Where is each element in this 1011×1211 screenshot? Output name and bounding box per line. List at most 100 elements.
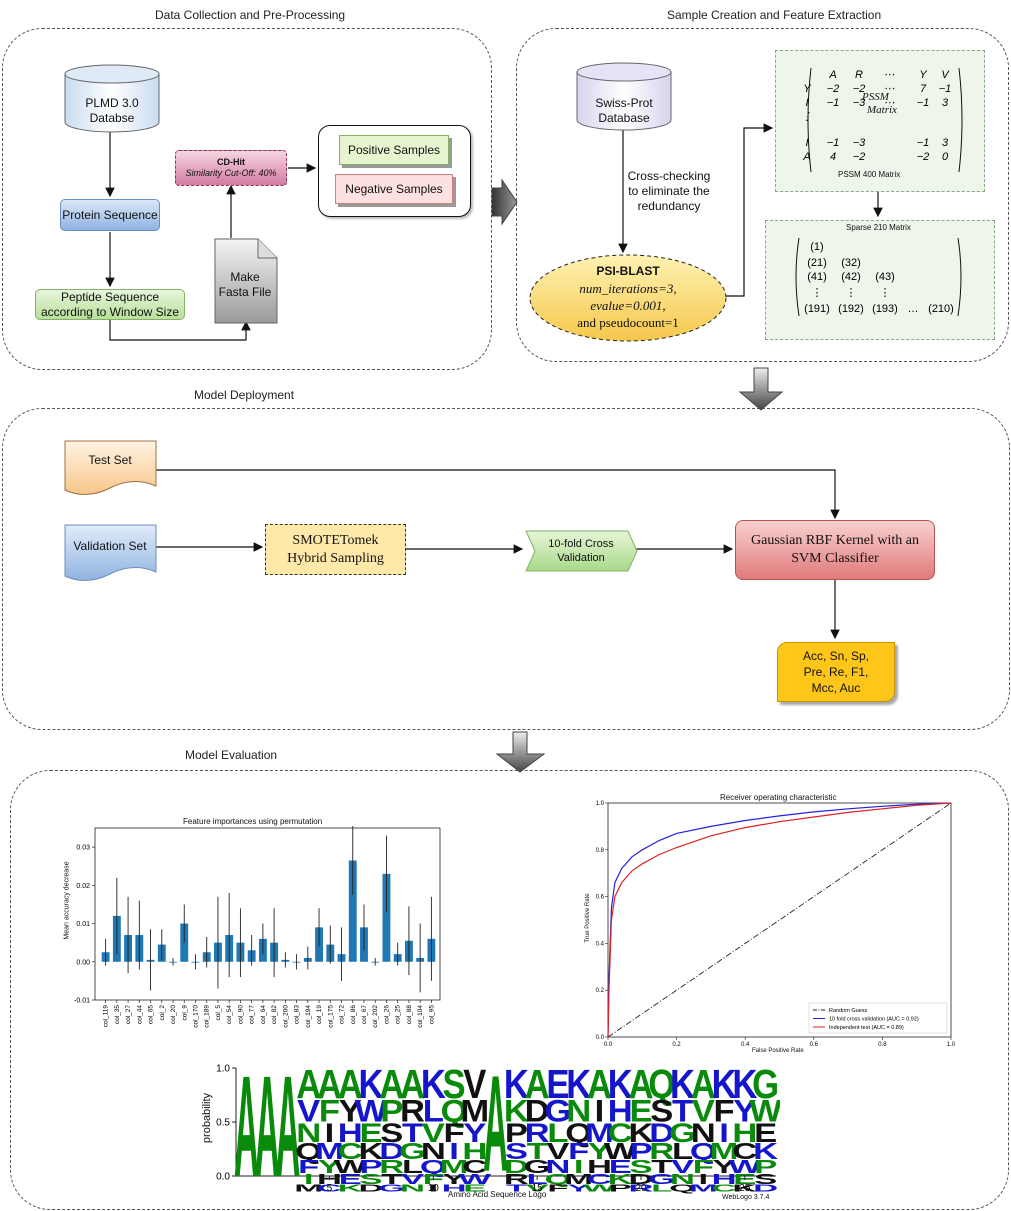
pssm-cell: ⋯ (884, 97, 895, 109)
logo-letter: K (566, 1062, 591, 1107)
logo-letter: Y (713, 1156, 737, 1177)
logo-x-tick-label: 20 (635, 1183, 647, 1194)
x-tick-label: 0.8 (878, 1042, 887, 1048)
logo-letter: W (355, 1093, 389, 1128)
pssm-cell: ⋯ (884, 69, 895, 81)
sparse-cell: (192) (838, 303, 864, 315)
x-tick-label: col_119 (103, 1005, 110, 1028)
logo-letter: M (315, 1139, 344, 1165)
y-tick-label: 0.8 (596, 848, 605, 854)
roc-title: Receiver operating characteristic (720, 793, 837, 802)
arrow-psiblast-to-pssm (726, 123, 774, 297)
x-tick-label: col_72 (339, 1005, 346, 1025)
logo-letter: A (255, 1062, 280, 1194)
logo-letter: S (650, 1093, 673, 1128)
logo-letter: F (444, 1117, 465, 1147)
psiblast-param-evalue: evalue=0.001, (590, 298, 666, 313)
logo-letter: Q (690, 1139, 717, 1165)
logo-letter: F (568, 1139, 589, 1165)
logo-letter: W (749, 1093, 780, 1128)
logo-letter: N (421, 1139, 446, 1165)
logo-letter: Y (339, 1093, 362, 1128)
pssm-cell: −1 (939, 83, 952, 95)
y-tick-label: 0.0 (596, 1035, 605, 1041)
block-arrow-down-1 (738, 367, 784, 411)
x-tick-label: col_82 (271, 1005, 278, 1025)
logo-letter: Y (463, 1117, 486, 1147)
logo-letter: Q (441, 1093, 468, 1128)
logo-y-tick-label: 0.5 (216, 1118, 230, 1129)
x-tick-label: col_202 (372, 1005, 379, 1028)
logo-letter: S (359, 1171, 382, 1187)
logo-letter: E (609, 1156, 632, 1177)
pssm-cell: I (805, 137, 808, 149)
logo-letter: G (648, 1171, 675, 1187)
logo-letter: W (729, 1156, 763, 1177)
sparse-cell: (210) (928, 303, 954, 315)
test-set-label: Test Set (88, 452, 132, 467)
cdhit-box: CD-Hit Similarity Cut-Off: 40% (175, 150, 287, 186)
logo-letter: S (443, 1062, 466, 1107)
logo-letter: A (379, 1062, 404, 1107)
logo-letter: V (422, 1117, 445, 1147)
logo-letter: T (402, 1117, 423, 1147)
logo-letter: Q (544, 1171, 571, 1187)
logo-letter: V (671, 1156, 695, 1177)
logo-letter: N (296, 1117, 321, 1147)
logo-letter: R (629, 1183, 654, 1194)
x-tick-label: col_67 (361, 1005, 368, 1025)
logo-letter: E (339, 1171, 362, 1187)
logo-letter: D (525, 1093, 550, 1128)
logo-letter: F (693, 1156, 714, 1177)
bar (382, 873, 391, 962)
x-tick-label: col_95 (428, 1005, 435, 1025)
logo-x-tick-label: 10 (428, 1183, 440, 1194)
sparse-matrix: (1)(21)(32)(41)(42)(43)⋮⋮⋮(191)(192)(193… (795, 237, 962, 317)
logo-letter: H (442, 1183, 467, 1194)
pssm-cell: −1 (827, 137, 840, 149)
logo-letter: P (609, 1183, 632, 1194)
sparse-cell: (32) (841, 257, 861, 269)
x-tick-label: col_25 (395, 1005, 402, 1025)
x-tick-label: col_104 (417, 1005, 424, 1028)
logo-letter: T (381, 1171, 402, 1187)
pssm-cell: 4 (830, 151, 836, 163)
logo-letter: I (698, 1171, 708, 1187)
logo-letter: R (379, 1156, 404, 1177)
logo-letter: N (566, 1093, 591, 1128)
pssm-cell: R (855, 69, 863, 81)
sparse-cell: (21) (807, 257, 827, 269)
logo-letter: K (628, 1117, 654, 1147)
pssm-cell: −1 (827, 97, 840, 109)
logo-letter: K (753, 1139, 778, 1165)
logo-letter: S (505, 1139, 528, 1165)
logo-letter: S (754, 1171, 777, 1187)
x-tick-label: col_83 (294, 1005, 301, 1025)
logo-letter: K (421, 1062, 446, 1107)
x-tick-label: col_90 (237, 1005, 244, 1025)
logo-letter: T (651, 1156, 672, 1177)
x-tick-label: col_64 (260, 1005, 267, 1025)
pssm-cell: A (802, 151, 810, 163)
legend-label: Independent test (AUC = 0.89) (829, 1025, 904, 1031)
logo-letter: K (504, 1062, 529, 1107)
logo-letter: D (649, 1117, 674, 1147)
pssm-cell: ⋮ (802, 111, 813, 123)
y-tick-label: 0.01 (76, 921, 90, 928)
sparse-cell: (191) (804, 303, 830, 315)
pssm-cell: −2 (853, 83, 866, 95)
logo-letter: K (712, 1062, 737, 1107)
logo-letter: V (463, 1062, 486, 1107)
arrow-peptide-to-fasta (109, 320, 251, 341)
logo-y-tick-label: 1.0 (216, 1064, 230, 1075)
logo-letter: I (574, 1156, 584, 1177)
logo-letter: Y (588, 1139, 612, 1165)
sparse-matrix-box (765, 220, 995, 340)
logo-letter: Q (669, 1183, 696, 1194)
validation-set-doc-shape (64, 524, 157, 581)
logo-letter: C (712, 1183, 737, 1194)
validation-set-label: Validation Set (73, 538, 147, 553)
pssm-cell: −1 (917, 97, 930, 109)
cdhit-title: CD-Hit (217, 157, 245, 167)
logo-letter: A (400, 1062, 425, 1107)
